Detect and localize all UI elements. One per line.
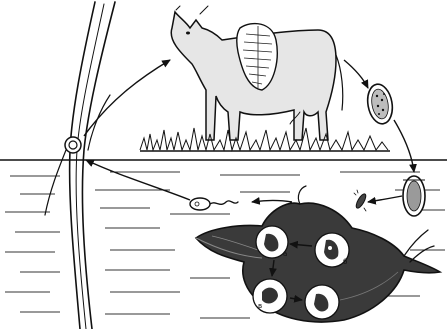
hatched-egg [403, 176, 425, 216]
cow [171, 6, 343, 140]
egg [365, 82, 396, 126]
snail-inset-a: а [256, 226, 288, 258]
grass-meadow [140, 128, 390, 151]
snail-inset-c: в [253, 279, 287, 313]
reed-stem [45, 2, 115, 329]
inset-label-a: а [283, 250, 287, 258]
snail-inset-b: б [315, 233, 349, 267]
miracidium [354, 190, 368, 211]
snail-inset-d [305, 285, 339, 319]
cyst-on-grass [65, 137, 81, 153]
inset-label-c: в [258, 302, 262, 310]
cercaria [190, 198, 238, 210]
inset-label-b: б [343, 258, 347, 266]
